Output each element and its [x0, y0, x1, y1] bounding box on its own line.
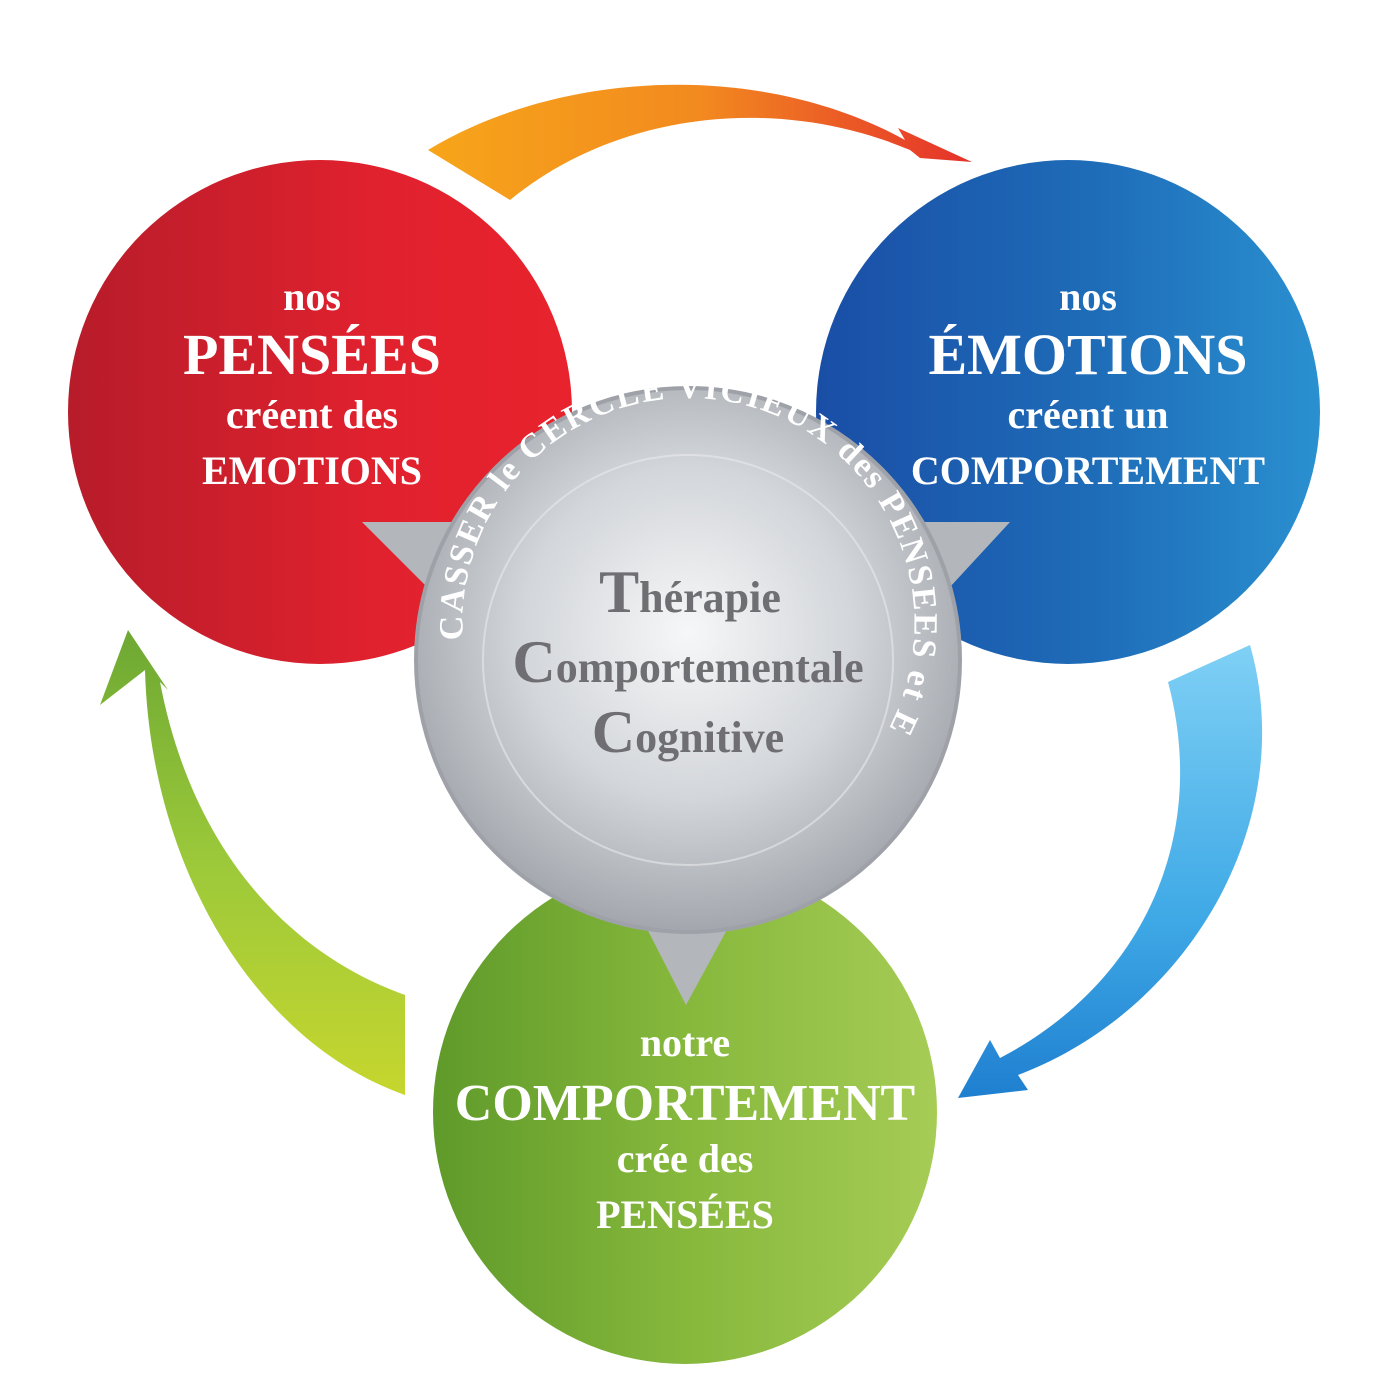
comportement-line1: notre: [640, 1020, 730, 1065]
arrow-pensees-to-emotions: [428, 84, 972, 200]
emotions-line4: COMPORTEMENT: [911, 448, 1265, 493]
center-line2: Comportementale: [512, 629, 863, 695]
pensees-line4: EMOTIONS: [202, 448, 422, 493]
pensees-line1: nos: [283, 274, 341, 319]
emotions-line1: nos: [1059, 274, 1117, 319]
pensees-title: PENSÉES: [183, 322, 441, 387]
arrow-emotions-to-comportement: [958, 645, 1263, 1098]
comportement-title: COMPORTEMENT: [455, 1075, 915, 1132]
node-comportement: notre COMPORTEMENT crée des PENSÉES: [433, 860, 937, 1364]
center-line1: Thérapie: [599, 559, 781, 625]
emotions-title: ÉMOTIONS: [928, 322, 1247, 387]
emotions-line3: créent un: [1007, 392, 1168, 437]
arrow-comportement-to-pensees: [100, 630, 405, 1095]
pensees-line3: créent des: [226, 392, 398, 437]
comportement-line4: PENSÉES: [596, 1192, 774, 1237]
comportement-line3: crée des: [617, 1136, 754, 1181]
center-line3: Cognitive: [592, 699, 784, 765]
pointer-bottom: [640, 915, 735, 1005]
